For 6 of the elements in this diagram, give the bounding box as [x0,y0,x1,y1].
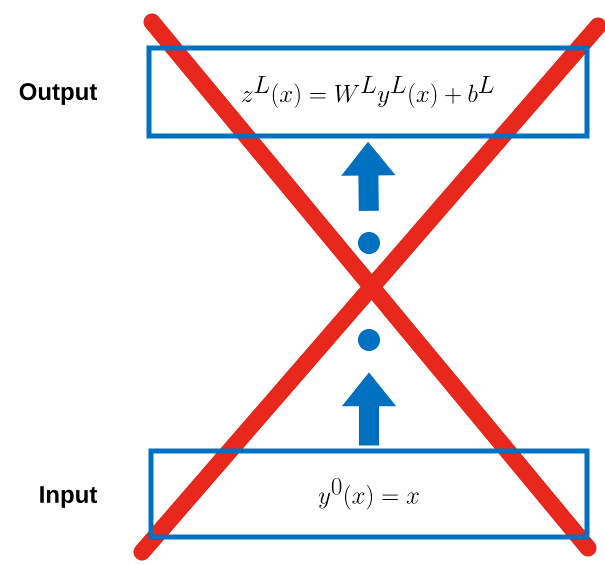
formula-box: $y^0(x) = x$ [148,448,590,540]
formula-box: $z^L(x) = W^L y^L(x) + b^L$ [146,46,590,138]
side-label: Output [20,83,98,105]
dot [358,232,380,254]
dot [358,329,380,351]
side-label: Input [40,486,98,508]
